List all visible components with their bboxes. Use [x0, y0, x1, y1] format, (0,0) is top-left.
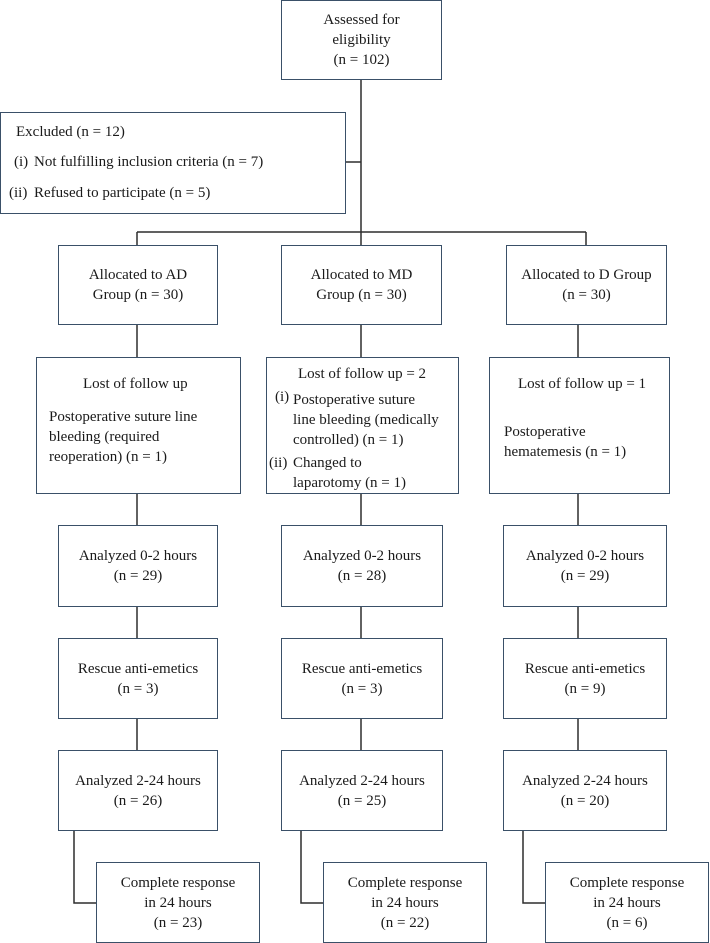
rescue-line: (n = 3): [341, 680, 383, 697]
analyzed02-line: (n = 29): [113, 568, 163, 584]
analyzed02-line: Analyzed 0-2 hours: [78, 548, 198, 564]
assessed-box: Assessed for eligibility (n = 102): [281, 0, 442, 80]
analyzed224-line: (n = 20): [560, 792, 610, 809]
complete-d-box: Complete response in 24 hours (n = 6): [545, 862, 709, 943]
connector-md-complete: [300, 831, 323, 904]
connector-d-complete: [522, 831, 545, 904]
analyzed02-ad-box: Analyzed 0-2 hours (n = 29): [58, 525, 218, 607]
lost-ad-box: Lost of follow up Postoperative suture l…: [36, 357, 241, 494]
rescue-line: (n = 3): [117, 680, 159, 697]
excluded-title: Excluded (n = 12): [16, 124, 125, 140]
lost-line: Postoperative: [504, 424, 586, 440]
excluded-item-marker: (i): [14, 154, 29, 170]
rescue-d-box: Rescue anti-emetics (n = 9): [503, 638, 667, 719]
complete-line: (n = 23): [153, 914, 203, 931]
assessed-line: eligibility: [332, 32, 391, 48]
complete-line: in 24 hours: [593, 894, 661, 911]
lost-item-line: Changed to: [293, 455, 362, 471]
complete-ad-box: Complete response in 24 hours (n = 23): [96, 862, 260, 943]
complete-line: Complete response: [569, 874, 685, 891]
lost-line: bleeding (required: [49, 429, 160, 445]
excluded-item-text: Refused to participate (n = 5): [34, 185, 211, 201]
analyzed224-d-box: Analyzed 2-24 hours (n = 20): [503, 750, 667, 831]
analyzed224-line: Analyzed 2-24 hours: [522, 772, 648, 789]
complete-md-box: Complete response in 24 hours (n = 22): [323, 862, 487, 943]
lost-item-line: laparotomy (n = 1): [293, 475, 407, 491]
allocated-line: (n = 30): [562, 287, 611, 303]
analyzed224-md-box: Analyzed 2-24 hours (n = 25): [281, 750, 443, 831]
assessed-line: (n = 102): [333, 52, 390, 68]
analyzed02-d-box: Analyzed 0-2 hours (n = 29): [503, 525, 667, 607]
lost-item-marker: (i): [275, 389, 290, 405]
lost-line: hematemesis (n = 1): [504, 444, 627, 460]
complete-line: (n = 22): [380, 914, 430, 931]
rescue-line: Rescue anti-emetics: [301, 660, 423, 677]
complete-line: Complete response: [347, 874, 463, 891]
excluded-item-text: Not fulfilling inclusion criteria (n = 7…: [34, 154, 264, 170]
lost-title: Lost of follow up = 2: [298, 366, 427, 382]
lost-item-line: controlled) (n = 1): [293, 432, 404, 448]
lost-md-box: Lost of follow up = 2 (i) Postoperative …: [266, 357, 459, 494]
analyzed224-line: Analyzed 2-24 hours: [75, 772, 201, 789]
rescue-line: Rescue anti-emetics: [77, 660, 199, 677]
allocated-line: Group (n = 30): [316, 287, 407, 303]
analyzed224-line: Analyzed 2-24 hours: [299, 772, 425, 789]
analyzed02-line: (n = 28): [337, 568, 387, 584]
lost-item-marker: (ii): [269, 455, 288, 471]
allocated-line: Allocated to D Group: [521, 267, 652, 283]
analyzed02-line: Analyzed 0-2 hours: [302, 548, 422, 564]
analyzed02-line: Analyzed 0-2 hours: [525, 548, 645, 564]
lost-d-box: Lost of follow up = 1 Postoperative hema…: [489, 357, 670, 494]
rescue-line: (n = 9): [564, 680, 606, 697]
lost-title: Lost of follow up: [83, 376, 188, 392]
rescue-line: Rescue anti-emetics: [524, 660, 646, 677]
analyzed02-md-box: Analyzed 0-2 hours (n = 28): [281, 525, 443, 607]
allocated-line: Group (n = 30): [92, 287, 184, 303]
analyzed02-line: (n = 29): [560, 568, 610, 584]
allocated-ad-box: Allocated to AD Group (n = 30): [58, 245, 218, 325]
lost-line: Postoperative suture line: [49, 409, 198, 425]
lost-title: Lost of follow up = 1: [518, 376, 647, 392]
analyzed224-line: (n = 26): [113, 792, 163, 809]
excluded-item-marker: (ii): [9, 185, 28, 201]
analyzed224-ad-box: Analyzed 2-24 hours (n = 26): [58, 750, 218, 831]
allocated-line: Allocated to MD: [310, 267, 413, 283]
complete-line: Complete response: [120, 874, 236, 891]
connector-ad-complete: [73, 831, 96, 904]
analyzed224-line: (n = 25): [337, 792, 387, 809]
lost-item-line: line bleeding (medically: [293, 412, 439, 428]
excluded-box: Excluded (n = 12) (i) Not fulfilling inc…: [0, 112, 346, 214]
assessed-line: Assessed for: [323, 12, 400, 28]
lost-item-line: Postoperative suture: [293, 392, 416, 408]
allocated-md-box: Allocated to MD Group (n = 30): [281, 245, 442, 325]
allocated-line: Allocated to AD: [88, 267, 188, 283]
complete-line: in 24 hours: [371, 894, 439, 911]
allocated-d-box: Allocated to D Group (n = 30): [506, 245, 667, 325]
rescue-ad-box: Rescue anti-emetics (n = 3): [58, 638, 218, 719]
lost-line: reoperation) (n = 1): [49, 449, 167, 465]
rescue-md-box: Rescue anti-emetics (n = 3): [281, 638, 443, 719]
complete-line: in 24 hours: [144, 894, 212, 911]
complete-line: (n = 6): [606, 914, 648, 931]
